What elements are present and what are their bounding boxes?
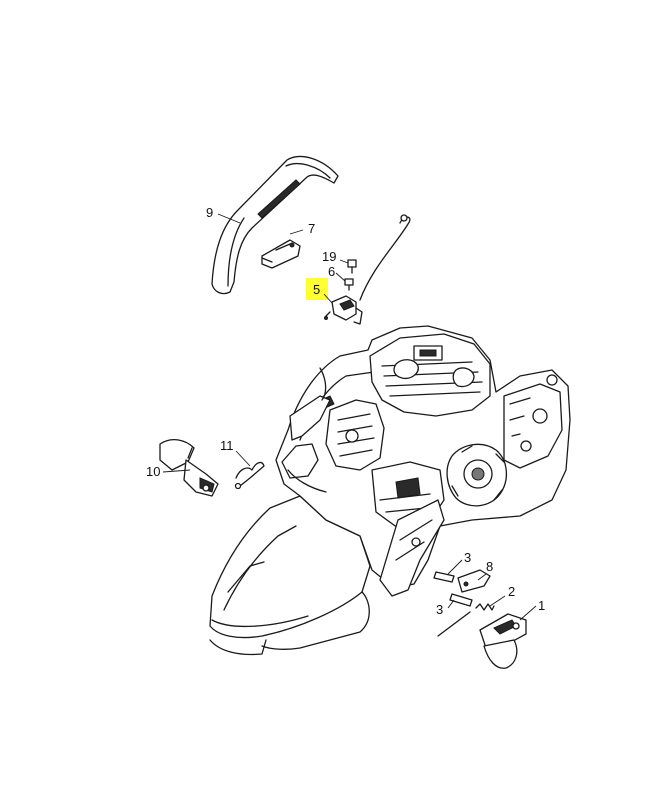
part-7-clip[interactable] [261,239,301,269]
leader-19 [339,259,349,264]
part-1-lockout-lever[interactable] [479,613,527,669]
label-3b: 3 [436,602,443,617]
leader-6 [335,272,346,282]
leader-9 [217,213,241,224]
label-11: 11 [220,438,234,453]
part-9-handle-cover[interactable] [211,155,339,295]
leader-3a [447,559,463,575]
label-9: 9 [206,205,213,220]
label-3a: 3 [464,550,471,565]
label-2: 2 [508,584,515,599]
engine-housing [209,325,571,656]
label-5: 5 [313,282,320,297]
label-8: 8 [486,559,493,574]
part-6-screw[interactable] [344,278,354,291]
leader-5 [323,293,333,304]
leader-1 [519,605,537,621]
label-10: 10 [146,464,160,479]
part-10-throttle-trigger[interactable] [159,438,219,497]
part-2-spring[interactable] [437,603,495,637]
part-3-pin-lower[interactable] [449,593,473,607]
part-8-lever[interactable] [457,569,491,593]
label-5-highlight [306,278,328,300]
label-19: 19 [322,249,336,264]
part-3-pin-upper[interactable] [433,571,455,583]
part-11-spring[interactable] [234,461,265,490]
throttle-cable [359,214,411,301]
label-1: 1 [538,598,545,613]
leader-2 [489,595,506,607]
leader-10 [162,469,191,473]
leader-8 [477,573,487,581]
part-5-switch[interactable] [324,295,363,325]
label-7: 7 [308,221,315,236]
leader-11 [235,450,251,467]
part-19-screw[interactable] [347,259,357,274]
leader-3b [447,599,455,609]
label-6: 6 [328,264,335,279]
leader-7 [289,229,304,235]
